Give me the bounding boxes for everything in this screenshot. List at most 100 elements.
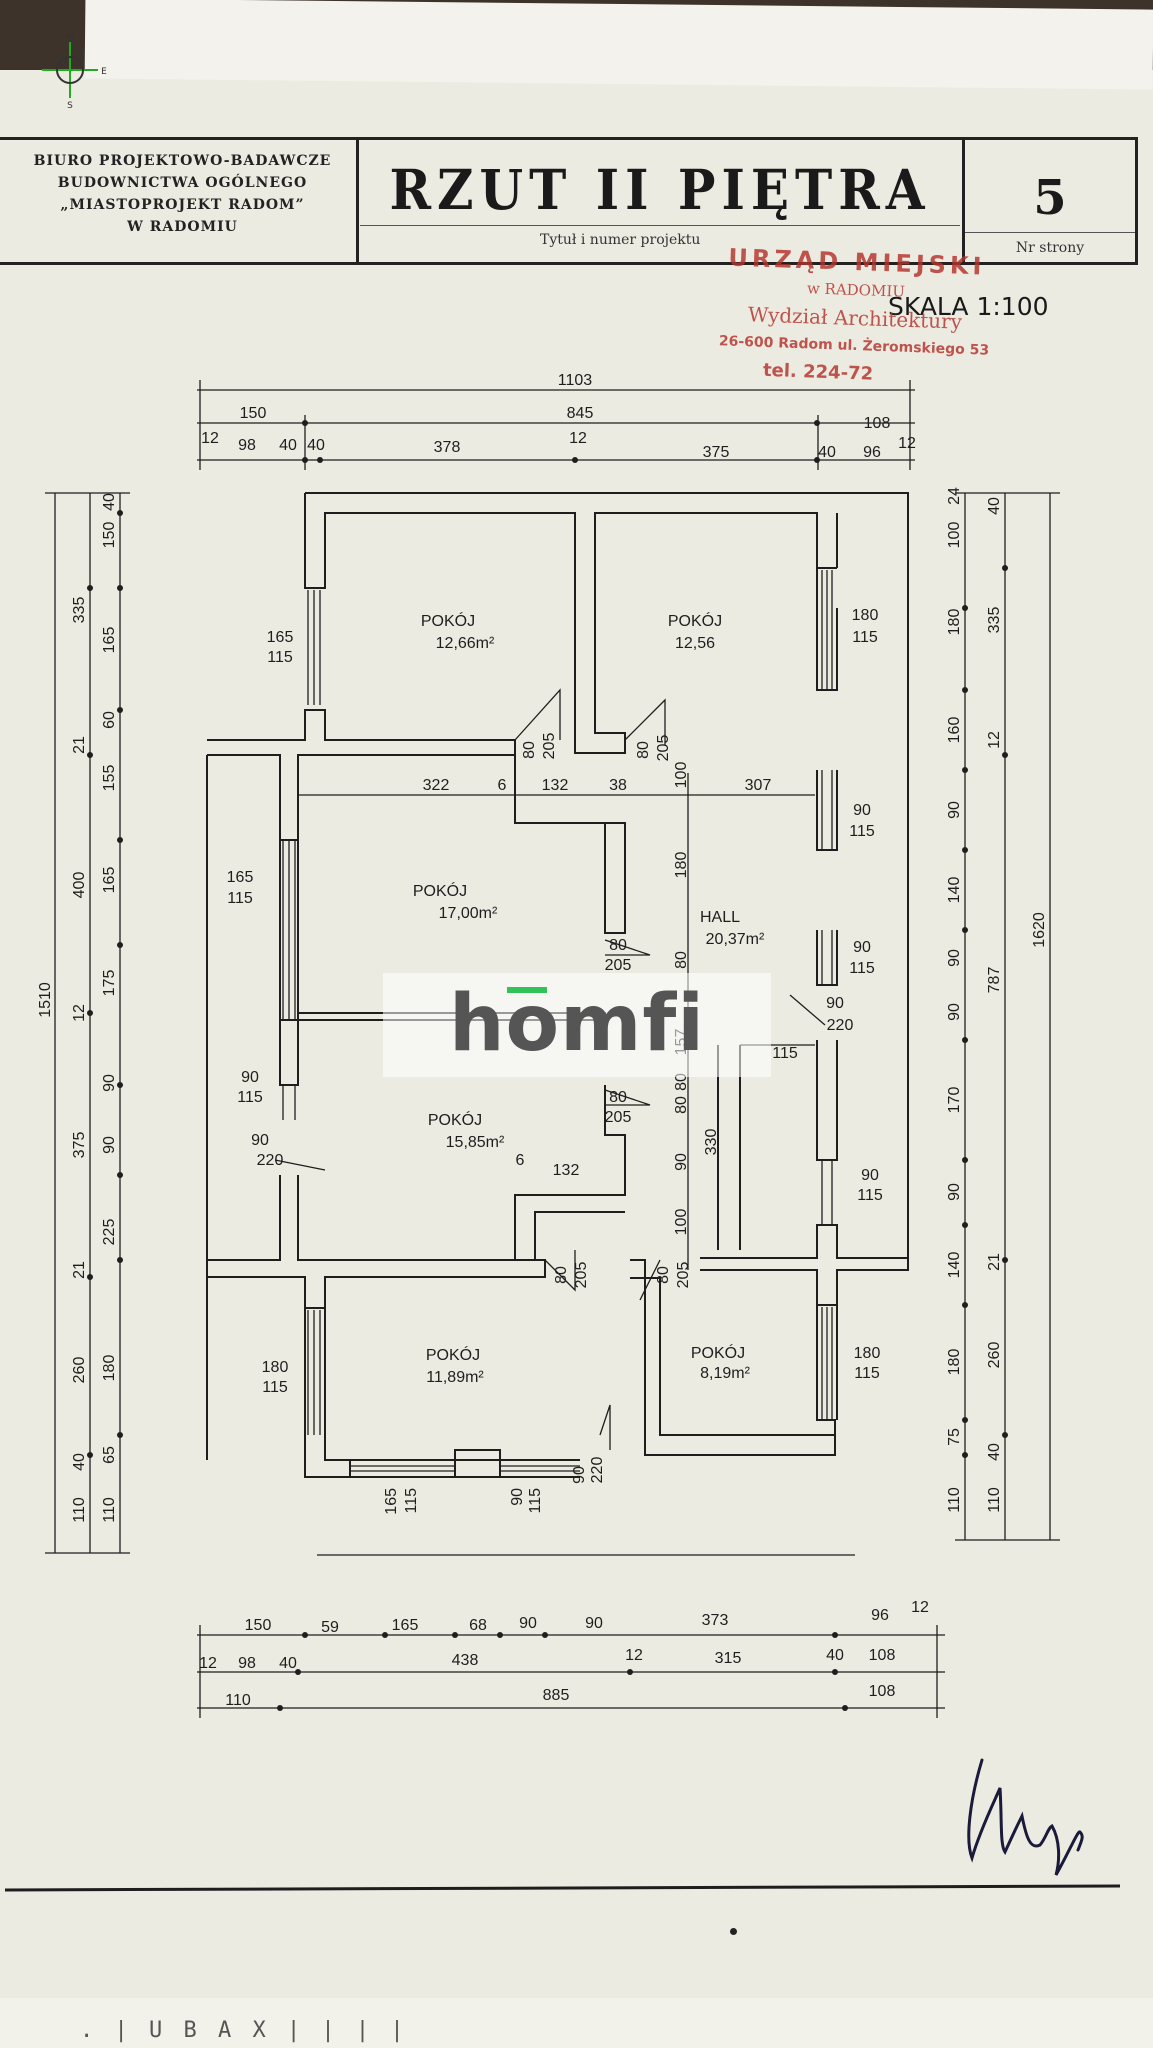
- dim-right-c2-1: 40: [986, 497, 1003, 515]
- dim-top-r2-3: 108: [864, 415, 891, 432]
- right-dimensions: 1620 24 100 180 160 90 140 90 90 170 90 …: [946, 487, 1048, 1513]
- dim-right-c1-13: 75: [946, 1428, 963, 1446]
- wall-north-east-pier: [816, 513, 838, 608]
- dim-right-c1-14: 110: [946, 1487, 963, 1513]
- dim-left-c2-1: 335: [71, 597, 88, 624]
- wall-west-lower: [206, 1175, 546, 1309]
- wall-west-upper: [207, 754, 515, 841]
- dim-top-r3-2: 98: [238, 437, 256, 454]
- dim-left-c3-4: 60: [101, 711, 118, 729]
- dim-top-r3-7: 375: [703, 444, 730, 461]
- dim-top-r3-4: 40: [307, 437, 325, 454]
- dim-left-c2-2: 21: [71, 736, 88, 754]
- office-line-1: BIURO PROJEKTOWO-BADAWCZE: [33, 153, 332, 169]
- hall-col-1: 100: [673, 762, 690, 789]
- door-3-w: 80: [609, 937, 627, 954]
- door-swings: [274, 688, 826, 1450]
- dim-bottom-r1-9: 12: [911, 1599, 929, 1616]
- dim-right-c1-8: 90: [946, 1003, 963, 1021]
- dim-top-r3-5: 378: [434, 439, 461, 456]
- ink-dot: [730, 1928, 737, 1935]
- underlying-sheet: . | U B A X | | | |: [0, 1998, 1153, 2048]
- dim-left-c3-10: 225: [101, 1219, 118, 1246]
- watermark: homfi: [383, 973, 771, 1077]
- dim-left-c3-8: 90: [101, 1074, 118, 1092]
- room-1-name: POKÓJ: [421, 611, 475, 630]
- hall-col-2: 180: [673, 852, 690, 879]
- dim-right-c1-10: 90: [946, 1183, 963, 1201]
- wall-south-west: [304, 1308, 351, 1478]
- dim-right-c2-2: 335: [986, 607, 1003, 634]
- hall-col-3: 80: [673, 951, 690, 969]
- dimension-lines: [45, 380, 1060, 1718]
- dim-bottom-r2-1: 12: [199, 1655, 217, 1672]
- dim-bottom-r1-6: 90: [585, 1615, 603, 1632]
- room-2-area: 12,56: [675, 635, 715, 652]
- win-ml-w: 165: [227, 869, 254, 886]
- dim-bottom-r2-6: 315: [715, 1650, 742, 1667]
- dim-right-c2-7: 40: [986, 1443, 1003, 1461]
- dim-left-c3-11: 180: [101, 1355, 118, 1382]
- hall-row-1: 322: [423, 777, 450, 794]
- compass-n: N: [67, 32, 74, 42]
- wall-south-pier: [454, 1449, 501, 1478]
- dim-right-total: 1620: [1031, 912, 1048, 948]
- dim-bottom-r1-1: 150: [245, 1617, 272, 1634]
- dim-right-c1-5: 90: [946, 801, 963, 819]
- hall-col-7: 90: [673, 1153, 690, 1171]
- dim-left-c2-5: 375: [71, 1132, 88, 1159]
- dim-left-c3-1: 40: [101, 493, 118, 511]
- dim-right-c1-3: 180: [946, 609, 963, 636]
- compass-e: E: [101, 67, 107, 77]
- misc-4: 132: [553, 1162, 580, 1179]
- win-r3-h: 115: [857, 1187, 883, 1204]
- dim-bottom-r1-2: 59: [321, 1619, 339, 1636]
- dim-right-c1-9: 170: [946, 1087, 963, 1114]
- win-r2-w: 90: [853, 939, 871, 956]
- dim-right-c2-4: 787: [986, 967, 1003, 994]
- dim-right-c2-8: 110: [986, 1487, 1003, 1513]
- dim-right-c1-2: 100: [946, 522, 963, 549]
- title-caption-rule: [360, 225, 960, 226]
- room-5-area: 15,85m²: [446, 1134, 505, 1151]
- watermark-text: homfi: [448, 979, 706, 1069]
- win-b1-h: 115: [403, 1488, 420, 1514]
- win-tl-w: 165: [267, 629, 294, 646]
- door-2-w: 80: [635, 741, 652, 759]
- dim-bottom-r2-2: 98: [238, 1655, 256, 1672]
- room-7-area: 8,19m²: [700, 1365, 750, 1382]
- dim-top-r3-10: 12: [898, 435, 916, 452]
- office-line-2: BUDOWNICTWA OGÓLNEGO: [57, 175, 308, 191]
- win-br-h: 115: [854, 1365, 880, 1382]
- hall-col-5: 80: [673, 1073, 690, 1091]
- win-b1-w: 165: [383, 1488, 400, 1515]
- win-tl-h: 115: [267, 649, 293, 666]
- dim-right-c1-11: 140: [946, 1252, 963, 1279]
- sheet-bottom-rule: [4, 1884, 1121, 1892]
- win-br-w: 180: [854, 1345, 881, 1362]
- title-block-top-rule: [0, 137, 1138, 140]
- door-5-h: 205: [573, 1262, 590, 1289]
- dim-bottom-r1-8: 96: [871, 1607, 889, 1624]
- room-4-name: HALL: [700, 909, 740, 926]
- dim-left-c2-6: 21: [71, 1261, 88, 1279]
- dim-bottom-r2-8: 108: [869, 1647, 896, 1664]
- window-mullions: [282, 570, 833, 1472]
- page-number: 5: [1033, 170, 1067, 226]
- dim-bottom-r1-7: 373: [702, 1612, 729, 1629]
- room-2-name: POKÓJ: [668, 611, 722, 630]
- dim-top-r3-1: 12: [201, 430, 219, 447]
- door-6-w: 80: [655, 1266, 672, 1284]
- win-l2-w: 90: [241, 1069, 259, 1086]
- title-block-divider-1: [356, 137, 359, 265]
- dimension-ticks: [87, 420, 1008, 1711]
- title-block-right-rule: [1135, 137, 1138, 265]
- room-3-area: 17,00m²: [439, 905, 498, 922]
- dim-left-c2-3: 400: [71, 872, 88, 899]
- wall-west-window-2: [279, 1019, 299, 1086]
- dim-left-c3-6: 165: [101, 867, 118, 894]
- hall-col-8: 100: [673, 1209, 690, 1236]
- win-tr-h: 115: [852, 629, 878, 646]
- door-1-w: 80: [521, 741, 538, 759]
- room-4-area: 20,37m²: [706, 931, 765, 948]
